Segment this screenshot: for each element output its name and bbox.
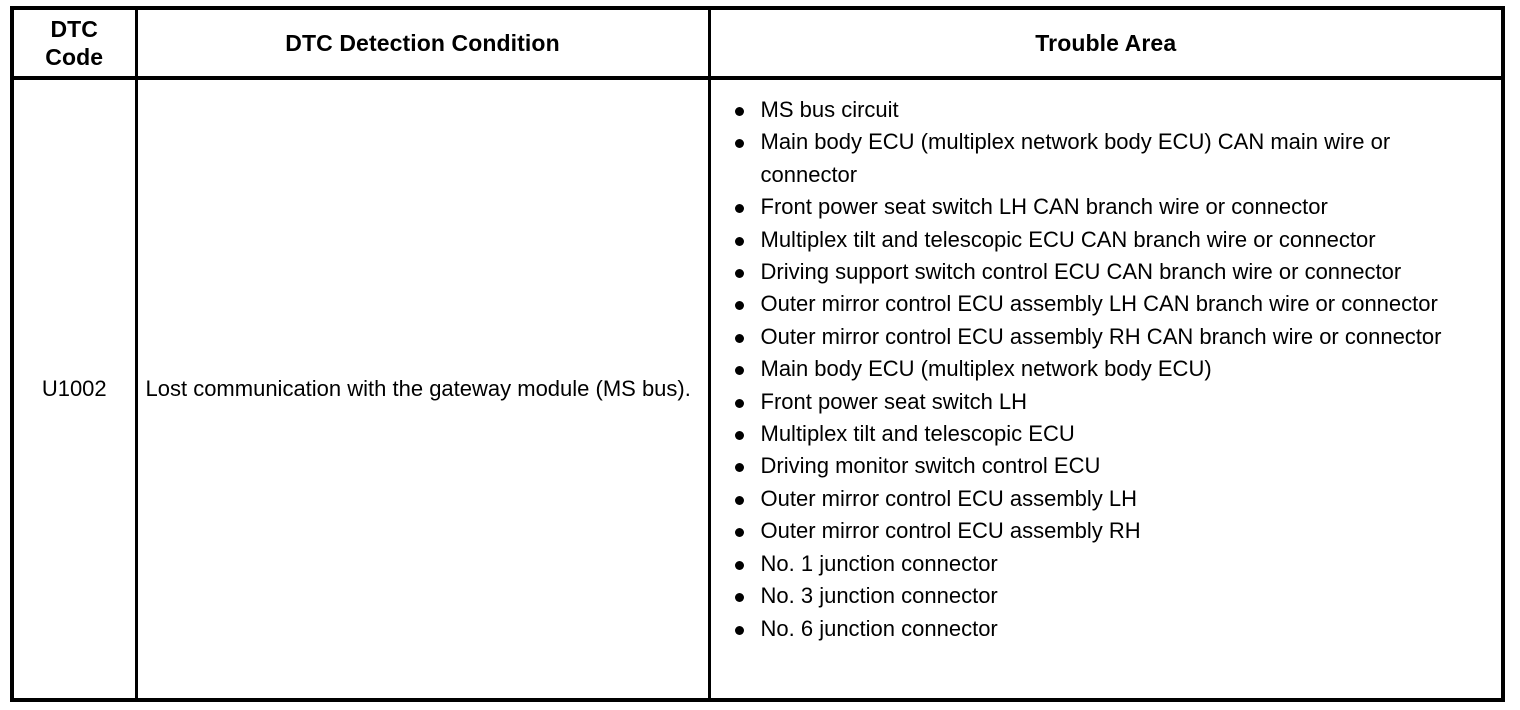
- bullet-icon: [734, 431, 744, 441]
- list-item-label: MS bus circuit: [760, 97, 899, 122]
- cell-detection-condition: Lost communication with the gateway modu…: [136, 78, 711, 698]
- bullet-icon: [734, 495, 744, 505]
- bullet-icon: [734, 236, 744, 246]
- list-item: Multiplex tilt and telescopic ECU: [734, 418, 1486, 450]
- list-item: MS bus circuit: [734, 94, 1486, 126]
- table-header-row: DTC Code DTC Detection Condition Trouble…: [14, 10, 1501, 80]
- list-item: Main body ECU (multiplex network body EC…: [734, 126, 1486, 191]
- list-item-label: No. 1 junction connector: [760, 550, 998, 576]
- list-item-label: Outer mirror control ECU assembly LH CAN…: [760, 291, 1438, 317]
- trouble-area-list: MS bus circuit Main body ECU (multiplex …: [711, 80, 1502, 655]
- bullet-icon: [734, 463, 744, 473]
- table-header: DTC Code DTC Detection Condition Trouble…: [14, 10, 1501, 80]
- list-item-label: Driving monitor switch control ECU: [760, 453, 1101, 479]
- bullet-icon: [734, 366, 744, 376]
- list-item: Driving support switch control ECU CAN b…: [734, 256, 1486, 288]
- list-item-label: Multiplex tilt and telescopic ECU CAN br…: [760, 226, 1376, 252]
- dtc-table: DTC Code DTC Detection Condition Trouble…: [10, 6, 1505, 702]
- bullet-icon: [734, 560, 744, 570]
- cell-trouble-area: MS bus circuit Main body ECU (multiplex …: [709, 78, 1501, 698]
- list-item-label: No. 6 junction connector: [760, 615, 998, 641]
- bullet-icon: [734, 625, 744, 635]
- bullet-icon: [734, 398, 744, 408]
- list-item-label: Front power seat switch LH: [760, 388, 1028, 414]
- column-header-dtc-code-line2: Code: [45, 44, 104, 70]
- column-header-detection-condition: DTC Detection Condition: [136, 10, 711, 80]
- cell-dtc-code: U1002: [14, 78, 138, 698]
- list-item-label: Main body ECU (multiplex network body EC…: [760, 129, 1391, 187]
- bullet-icon: [734, 269, 744, 279]
- list-item: No. 3 junction connector: [734, 580, 1486, 612]
- list-item-label: Driving support switch control ECU CAN b…: [760, 259, 1402, 285]
- list-item: Front power seat switch LH CAN branch wi…: [734, 191, 1486, 223]
- list-item: Outer mirror control ECU assembly LH: [734, 483, 1486, 515]
- list-item: Main body ECU (multiplex network body EC…: [734, 353, 1486, 385]
- list-item-label: Outer mirror control ECU assembly LH: [760, 485, 1138, 511]
- list-item: Driving monitor switch control ECU: [734, 450, 1486, 482]
- column-header-dtc-code: DTC Code: [14, 10, 138, 80]
- list-item-label: No. 3 junction connector: [760, 583, 998, 609]
- list-item: Multiplex tilt and telescopic ECU CAN br…: [734, 224, 1486, 256]
- table-body: U1002 Lost communication with the gatewa…: [14, 78, 1501, 698]
- table-row: U1002 Lost communication with the gatewa…: [14, 78, 1501, 698]
- list-item-label: Multiplex tilt and telescopic ECU: [760, 421, 1075, 447]
- column-header-dtc-code-line1: DTC: [50, 15, 99, 42]
- bullet-icon: [734, 301, 744, 311]
- list-item: No. 1 junction connector: [734, 548, 1486, 580]
- bullet-icon: [734, 528, 744, 538]
- column-header-trouble-area: Trouble Area: [709, 10, 1501, 80]
- list-item-label: Front power seat switch LH CAN branch wi…: [760, 194, 1328, 220]
- list-item: Front power seat switch LH: [734, 386, 1486, 418]
- bullet-icon: [734, 593, 744, 603]
- bullet-icon: [734, 204, 744, 214]
- list-item-label: Outer mirror control ECU assembly RH CAN…: [760, 323, 1442, 349]
- list-item: Outer mirror control ECU assembly RH CAN…: [734, 321, 1486, 353]
- list-item-label: Outer mirror control ECU assembly RH: [760, 518, 1141, 544]
- bullet-icon: [734, 139, 744, 149]
- list-item: Outer mirror control ECU assembly RH: [734, 515, 1486, 547]
- list-item-label: Main body ECU (multiplex network body EC…: [760, 356, 1212, 382]
- bullet-icon: [734, 107, 744, 116]
- dtc-table-grid: DTC Code DTC Detection Condition Trouble…: [14, 10, 1501, 698]
- list-item: No. 6 junction connector: [734, 613, 1486, 645]
- list-item: Outer mirror control ECU assembly LH CAN…: [734, 288, 1486, 320]
- bullet-icon: [734, 333, 744, 343]
